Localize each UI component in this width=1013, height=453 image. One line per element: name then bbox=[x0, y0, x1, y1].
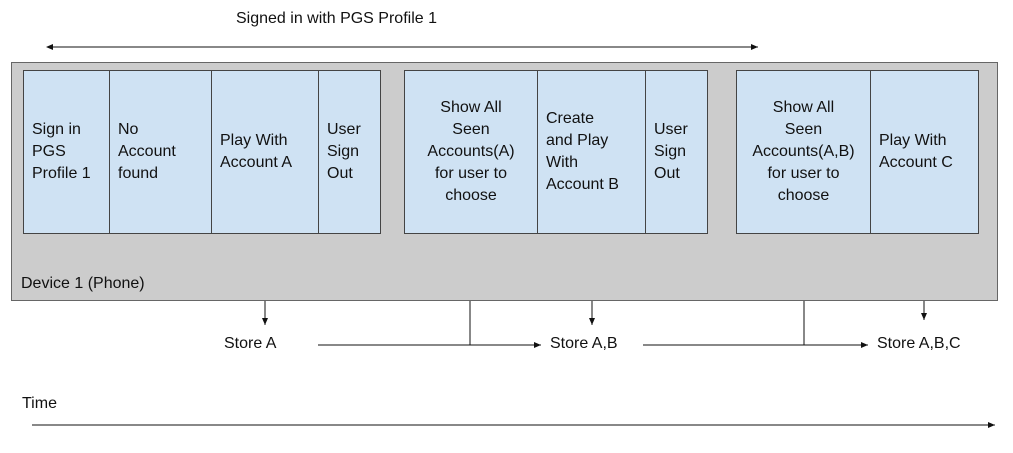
session-group-3: Show All Seen Accounts(A,B) for user to … bbox=[736, 70, 979, 234]
step-no-account-label: No Account found bbox=[118, 121, 176, 182]
time-axis-label: Time bbox=[22, 395, 57, 412]
step-play-account-c-label: Play With Account C bbox=[879, 132, 953, 171]
session-group-2: Show All Seen Accounts(A) for user to ch… bbox=[404, 70, 708, 234]
step-play-account-a-label: Play With Account A bbox=[220, 132, 293, 171]
step-show-accounts-a: Show All Seen Accounts(A) for user to ch… bbox=[404, 70, 538, 234]
step-sign-out-2-label: User Sign Out bbox=[654, 121, 688, 182]
step-create-account-b-label: Create and Play With Account B bbox=[546, 110, 619, 193]
step-show-accounts-ab: Show All Seen Accounts(A,B) for user to … bbox=[736, 70, 871, 234]
step-show-accounts-ab-label: Show All Seen Accounts(A,B) for user to … bbox=[752, 99, 855, 204]
signed-in-span-label: Signed in with PGS Profile 1 bbox=[236, 10, 437, 27]
store-abc-label: Store A,B,C bbox=[877, 335, 961, 352]
step-sign-out-1: User Sign Out bbox=[319, 70, 381, 234]
step-sign-out-1-label: User Sign Out bbox=[327, 121, 361, 182]
session-group-1: Sign in PGS Profile 1 No Account found P… bbox=[23, 70, 381, 234]
step-show-accounts-a-label: Show All Seen Accounts(A) for user to ch… bbox=[427, 99, 515, 204]
step-play-account-c: Play With Account C bbox=[871, 70, 979, 234]
step-sign-in-label: Sign in PGS Profile 1 bbox=[32, 121, 91, 182]
step-create-account-b: Create and Play With Account B bbox=[538, 70, 646, 234]
step-sign-in: Sign in PGS Profile 1 bbox=[23, 70, 110, 234]
store-ab-label: Store A,B bbox=[550, 335, 618, 352]
store-a-label: Store A bbox=[224, 335, 277, 352]
step-sign-out-2: User Sign Out bbox=[646, 70, 708, 234]
device-label: Device 1 (Phone) bbox=[21, 275, 145, 292]
step-play-account-a: Play With Account A bbox=[212, 70, 319, 234]
step-no-account: No Account found bbox=[110, 70, 212, 234]
